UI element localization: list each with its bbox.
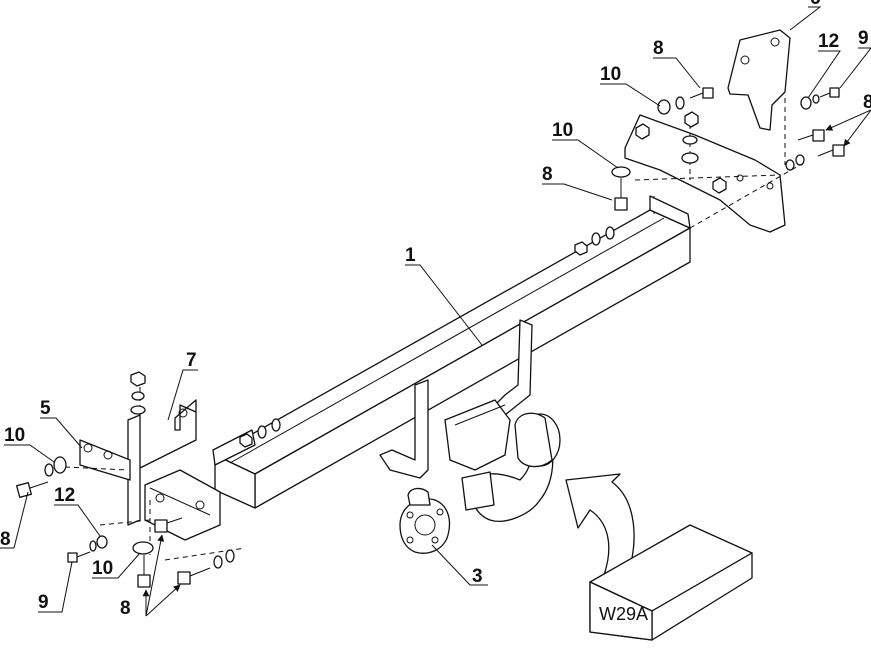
washer-right-b2 xyxy=(785,159,795,171)
bolt-left-2 xyxy=(137,555,151,588)
washer-right-top-2 xyxy=(657,99,671,115)
label-10-bottom: 10 xyxy=(92,558,113,579)
washer-right-10 xyxy=(611,166,631,178)
callouts: 1 3 5 7 10 8 12 9 10 8 8 10 xyxy=(0,0,871,619)
label-10-right-top: 10 xyxy=(600,64,621,85)
washer-right-mid xyxy=(682,135,698,145)
washer-left-4 xyxy=(89,540,97,552)
label-5: 5 xyxy=(40,398,51,419)
washer-right-top-1 xyxy=(675,96,685,110)
model-box-label: W29A xyxy=(599,604,648,624)
label-7: 7 xyxy=(186,350,197,371)
label-8-bottom: 8 xyxy=(120,598,131,619)
washer-left-7 xyxy=(225,549,235,563)
model-box: W29A xyxy=(589,524,753,641)
neck-plate xyxy=(379,319,533,479)
label-10-left: 10 xyxy=(4,425,25,446)
bolt-left-1 xyxy=(16,481,49,498)
washer-left-3 xyxy=(96,535,108,549)
washer-right-12b xyxy=(812,94,820,104)
fasteners xyxy=(16,87,845,588)
bolt-right-a xyxy=(797,129,825,142)
label-1: 1 xyxy=(405,245,416,266)
washer-left-2 xyxy=(44,463,54,477)
nut-right-bracket-2 xyxy=(635,123,650,140)
washer-bar-left-2 xyxy=(271,418,281,432)
label-8-right-mid: 8 xyxy=(542,164,553,185)
label-8-right-top: 8 xyxy=(653,38,664,59)
bolt-left-3 xyxy=(177,567,211,585)
label-9-left: 9 xyxy=(38,592,49,613)
screw-right-9 xyxy=(819,87,840,98)
washer-left-5 xyxy=(132,541,154,555)
washer-left-top-2 xyxy=(130,405,146,415)
screw-left xyxy=(67,551,91,563)
nut-bar-left xyxy=(239,433,253,448)
label-9-right: 9 xyxy=(858,28,869,49)
washer-right-12 xyxy=(800,96,812,110)
socket-plate xyxy=(399,487,451,554)
washer-left-1 xyxy=(53,456,67,474)
bolt-right-top xyxy=(689,87,714,99)
label-8-left: 8 xyxy=(0,529,11,550)
direction-arrow xyxy=(565,473,635,581)
bolt-left-4 xyxy=(154,517,183,533)
washer-bar-right-2 xyxy=(605,226,615,240)
label-12-left: 12 xyxy=(54,485,75,506)
label-8-right-far: 8 xyxy=(863,92,871,113)
nut-left-top xyxy=(130,371,146,387)
ball-neck xyxy=(461,412,561,522)
washer-bar-right-1 xyxy=(591,232,601,246)
washer-bar-left-1 xyxy=(257,425,267,439)
main-cross-bar xyxy=(214,195,691,509)
label-6: 6 xyxy=(810,0,821,9)
label-10-right-mid: 10 xyxy=(552,120,573,141)
washer-left-top-1 xyxy=(131,391,145,401)
assembly-lines xyxy=(64,98,801,561)
nut-right-bracket xyxy=(712,177,727,194)
bolt-right-b xyxy=(817,144,845,157)
washer-right-b1 xyxy=(795,154,805,166)
nut-right-top xyxy=(684,111,699,128)
right-bracket xyxy=(624,29,791,233)
left-bracket xyxy=(79,399,256,541)
nut-bar-right xyxy=(574,241,588,256)
washer-left-6 xyxy=(213,555,223,569)
washer-right-mid-2 xyxy=(681,152,699,164)
label-3: 3 xyxy=(472,566,483,587)
bolt-right-8 xyxy=(614,178,628,211)
label-12-right: 12 xyxy=(818,31,839,52)
